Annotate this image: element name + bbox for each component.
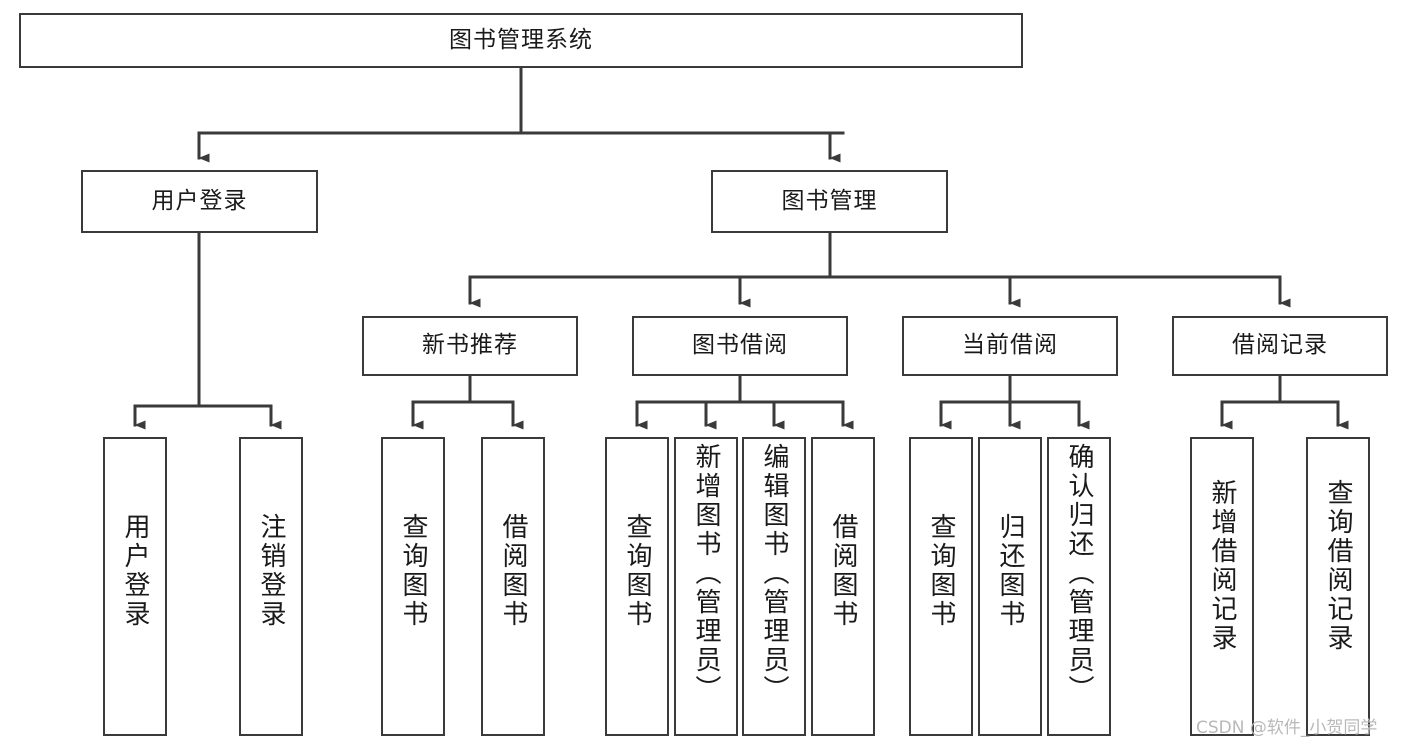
node-current-borrow-label: 当前借阅 bbox=[962, 332, 1058, 359]
leaf-add-book[interactable]: 新增图书（管理员） bbox=[674, 437, 738, 736]
leaf-add-record-label: 新增借阅记录 bbox=[1207, 479, 1237, 653]
leaf-confirm-return-label: 确认归还（管理员） bbox=[1064, 443, 1094, 704]
leaf-query-book-2[interactable]: 查询图书 bbox=[605, 437, 669, 736]
leaf-query-book-1[interactable]: 查询图书 bbox=[381, 437, 445, 736]
leaf-confirm-return[interactable]: 确认归还（管理员） bbox=[1047, 437, 1111, 736]
leaf-query-book-2-label: 查询图书 bbox=[622, 513, 652, 629]
watermark-text: CSDN @软件_小贺同学 bbox=[1196, 718, 1378, 738]
node-new-book-rec-label: 新书推荐 bbox=[422, 332, 518, 359]
node-root[interactable]: 图书管理系统 bbox=[19, 13, 1023, 68]
leaf-edit-book[interactable]: 编辑图书（管理员） bbox=[742, 437, 806, 736]
leaf-edit-book-label: 编辑图书（管理员） bbox=[759, 443, 789, 704]
leaf-add-book-label: 新增图书（管理员） bbox=[691, 443, 721, 704]
leaf-return-book-label: 归还图书 bbox=[995, 513, 1025, 629]
node-book-borrow-label: 图书借阅 bbox=[692, 332, 788, 359]
leaf-add-record[interactable]: 新增借阅记录 bbox=[1190, 437, 1254, 736]
leaf-query-book-3-label: 查询图书 bbox=[926, 513, 956, 629]
node-book-manage-label: 图书管理 bbox=[781, 187, 878, 214]
node-current-borrow[interactable]: 当前借阅 bbox=[902, 316, 1118, 376]
leaf-borrow-book-1-label: 借阅图书 bbox=[498, 513, 528, 629]
node-borrow-record-label: 借阅记录 bbox=[1232, 332, 1328, 359]
node-new-book-rec[interactable]: 新书推荐 bbox=[362, 316, 578, 376]
leaf-query-record-label: 查询借阅记录 bbox=[1323, 479, 1353, 653]
leaf-borrow-book-2[interactable]: 借阅图书 bbox=[811, 437, 875, 736]
node-user-login[interactable]: 用户登录 bbox=[81, 170, 318, 233]
leaf-query-book-3[interactable]: 查询图书 bbox=[909, 437, 973, 736]
leaf-query-record[interactable]: 查询借阅记录 bbox=[1306, 437, 1370, 736]
leaf-borrow-book-1[interactable]: 借阅图书 bbox=[481, 437, 545, 736]
node-book-borrow[interactable]: 图书借阅 bbox=[632, 316, 848, 376]
node-user-login-label: 用户登录 bbox=[151, 187, 248, 214]
node-book-manage[interactable]: 图书管理 bbox=[711, 170, 948, 233]
node-borrow-record[interactable]: 借阅记录 bbox=[1172, 316, 1388, 376]
leaf-user-login-label: 用户登录 bbox=[120, 513, 150, 629]
node-root-label: 图书管理系统 bbox=[449, 26, 593, 53]
leaf-logout[interactable]: 注销登录 bbox=[239, 437, 303, 736]
leaf-user-login[interactable]: 用户登录 bbox=[103, 437, 167, 736]
leaf-logout-label: 注销登录 bbox=[256, 513, 286, 629]
leaf-borrow-book-2-label: 借阅图书 bbox=[828, 513, 858, 629]
leaf-query-book-1-label: 查询图书 bbox=[398, 513, 428, 629]
leaf-return-book[interactable]: 归还图书 bbox=[978, 437, 1042, 736]
